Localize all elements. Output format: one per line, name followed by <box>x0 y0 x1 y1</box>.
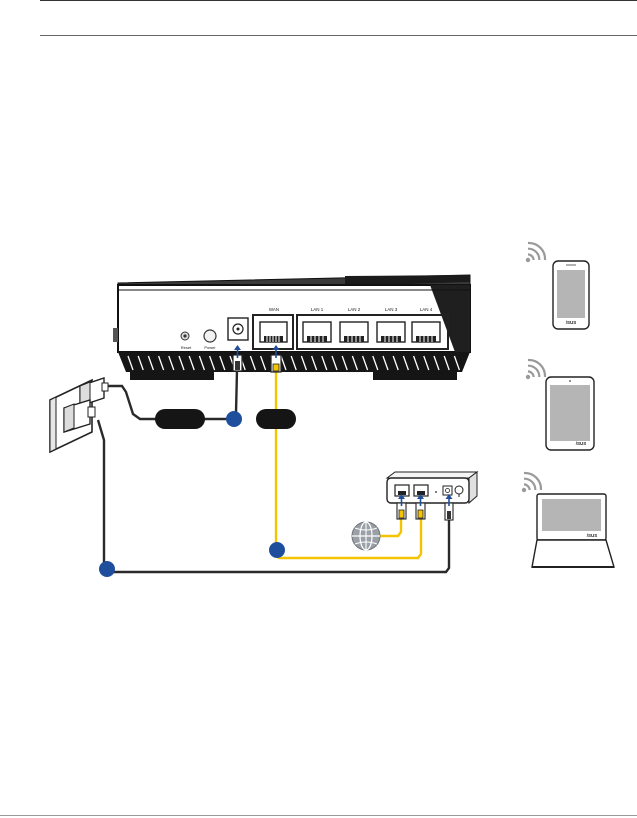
router: Reset Power WAN LAN 1 <box>113 275 470 380</box>
phone-brand-logo: /SUS <box>566 320 577 325</box>
power-label: Power <box>204 345 216 350</box>
lan2-port[interactable] <box>340 322 368 342</box>
lan4-port-label: LAN 4 <box>420 307 433 312</box>
modem-wan-port[interactable] <box>395 485 409 496</box>
wifi-signal-icon <box>526 356 549 379</box>
smartphone <box>553 261 589 329</box>
lan1-port[interactable] <box>303 322 331 342</box>
router-foot-right <box>373 372 457 380</box>
lan3-port[interactable] <box>377 322 405 342</box>
ethernet-cable-tag <box>256 409 296 429</box>
step-marker-modem-power <box>99 561 115 577</box>
footer-rule <box>0 815 637 816</box>
laptop-brand-logo: /SUS <box>587 533 598 538</box>
lan3-port-label: LAN 3 <box>385 307 398 312</box>
lan1-port-label: LAN 1 <box>311 307 324 312</box>
dc-power-port[interactable] <box>228 318 248 340</box>
modem-power-port[interactable] <box>443 486 452 495</box>
wan-port-label: WAN <box>269 307 279 312</box>
tablet-brand-logo: /SUS <box>576 441 587 446</box>
modem-indicator <box>435 491 437 493</box>
internet-cable <box>380 519 401 536</box>
step-marker-ethernet <box>269 542 285 558</box>
tablet <box>546 377 594 450</box>
router-foot-left <box>130 372 214 380</box>
power-button[interactable] <box>204 330 216 342</box>
wifi-signal-icon <box>522 469 545 492</box>
router-power-adapter <box>155 409 205 429</box>
internet-globe-icon <box>352 522 380 550</box>
modem-lan-port[interactable] <box>414 485 428 496</box>
lan2-port-label: LAN 2 <box>348 307 361 312</box>
wan-port[interactable] <box>253 315 293 349</box>
ethernet-cable-wan <box>276 372 421 558</box>
reset-label: Reset <box>181 345 192 350</box>
wifi-signal-icon <box>526 239 549 262</box>
step-marker-router-power <box>226 411 242 427</box>
lan4-port[interactable] <box>412 322 440 342</box>
reset-button[interactable] <box>181 332 189 340</box>
laptop <box>532 494 614 567</box>
